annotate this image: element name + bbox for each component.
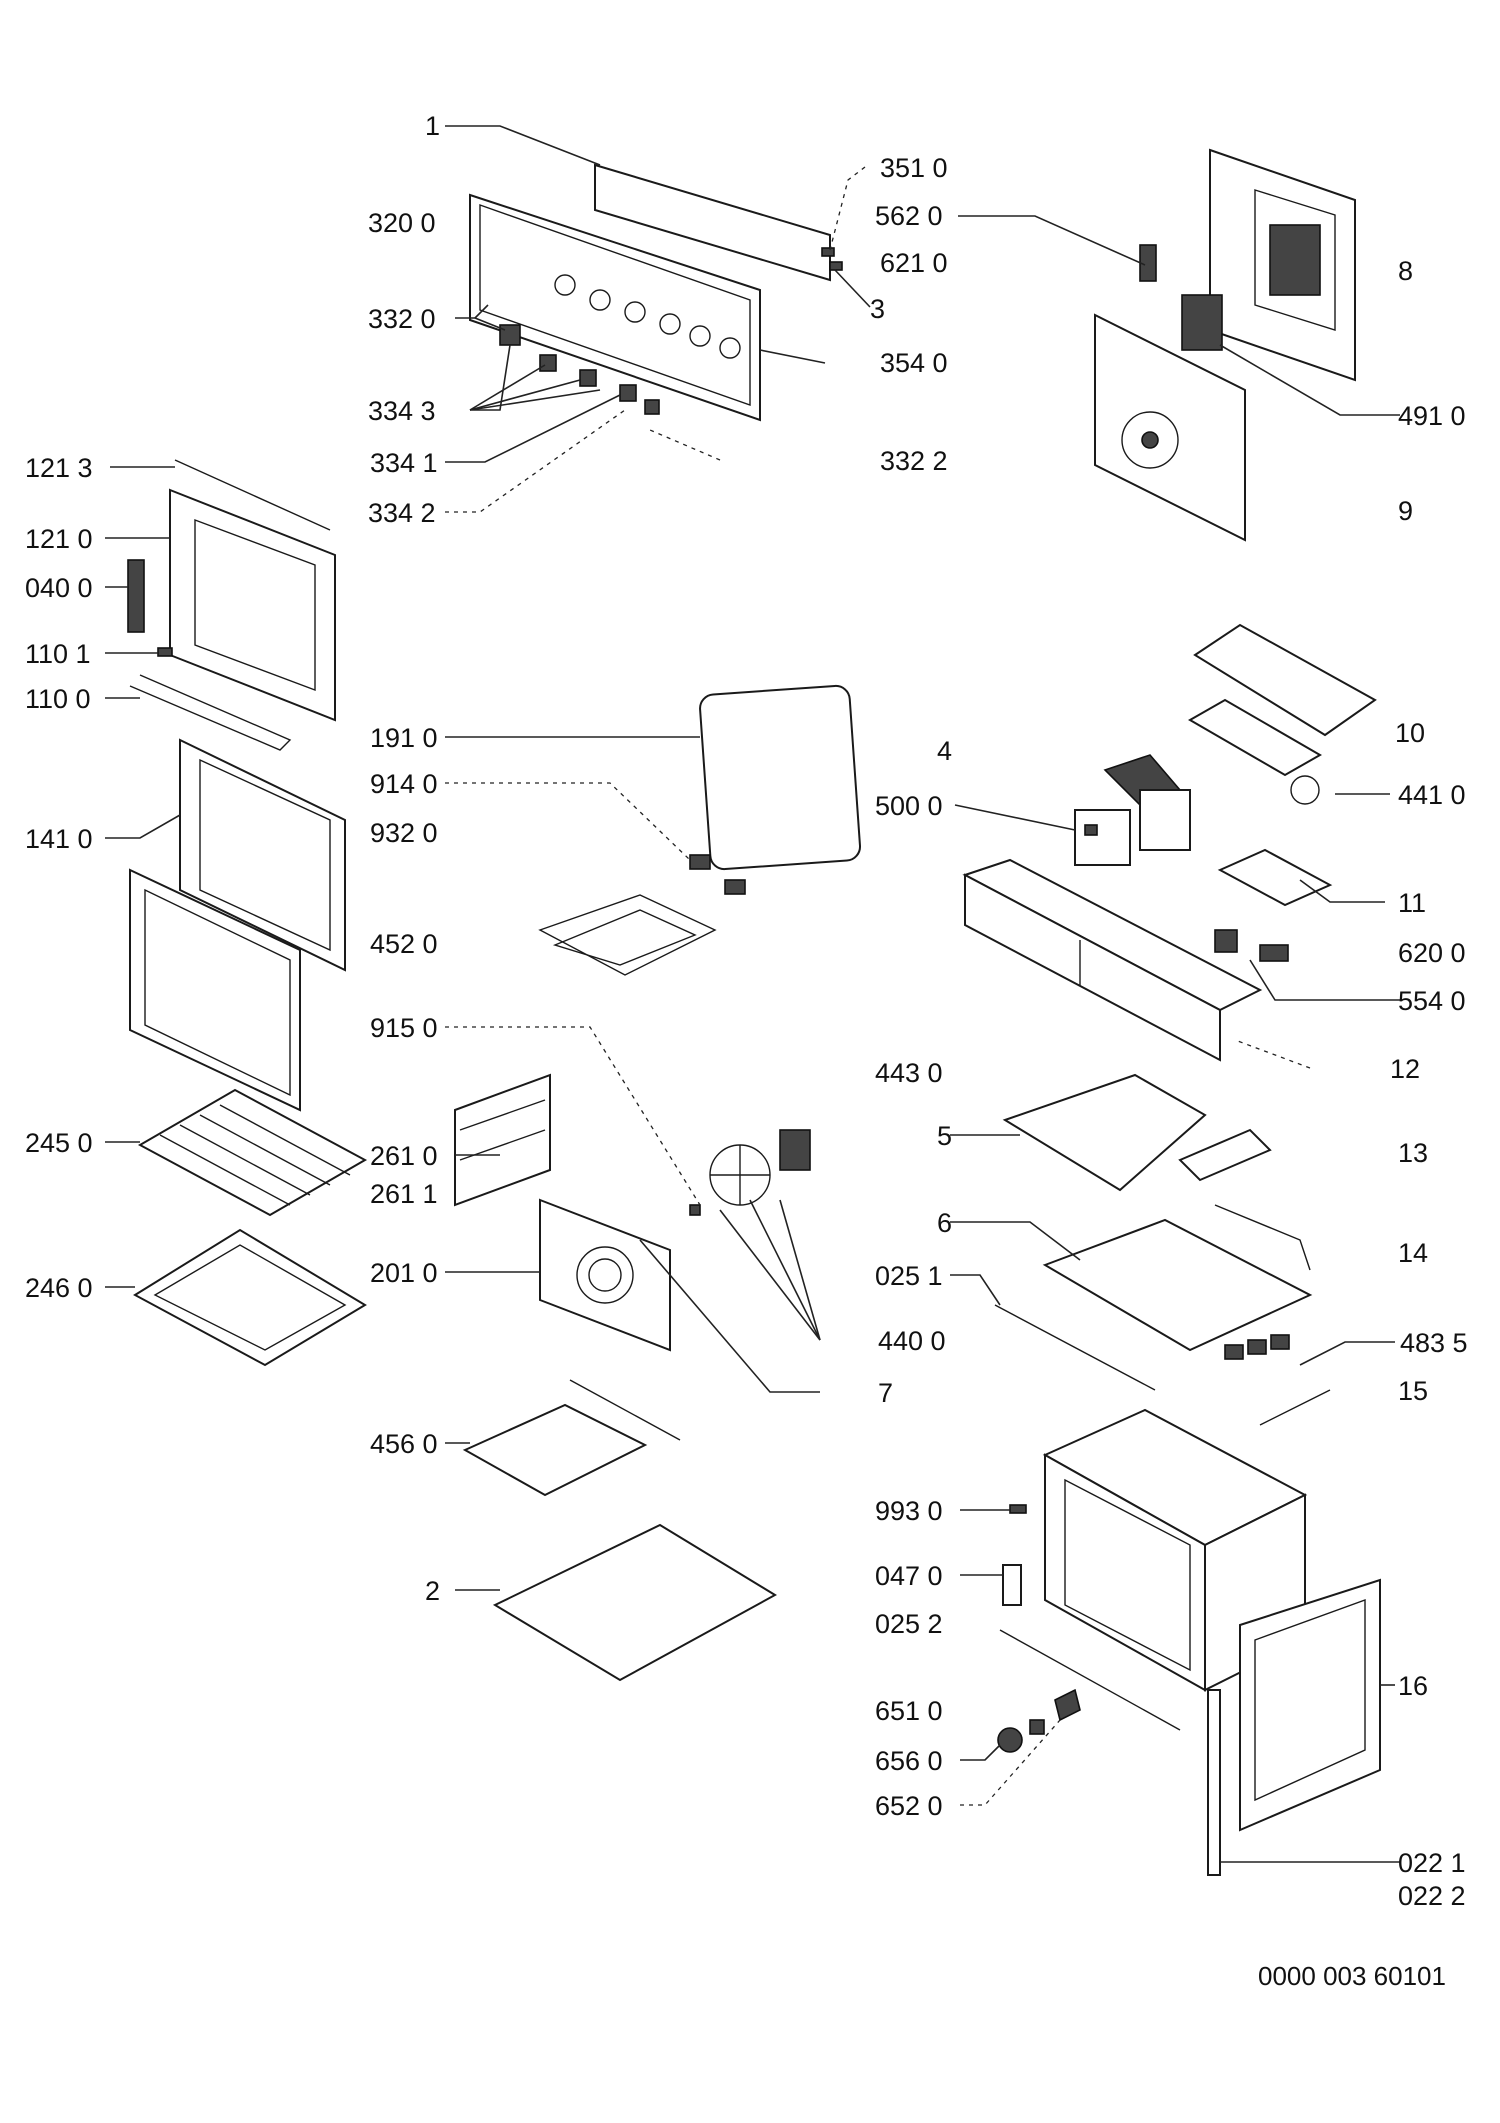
callout-1: 1	[425, 111, 440, 141]
leader-lines	[105, 125, 1400, 1863]
door-handle-drawing	[129, 674, 292, 751]
callout-334-1: 334 1	[370, 448, 438, 478]
callout-332-0: 332 0	[368, 304, 436, 334]
callout-7: 7	[878, 1378, 893, 1408]
callout-441-0: 441 0	[1398, 780, 1466, 810]
callout-4: 4	[937, 736, 952, 766]
wire-rack-drawing	[137, 1088, 368, 1217]
callout-440-0: 440 0	[878, 1326, 946, 1356]
callout-022-2: 022 2	[1398, 1881, 1466, 1911]
clip-parts-drawing	[821, 244, 1157, 282]
convection-fan-drawing	[689, 1129, 811, 1216]
callout-554-0: 554 0	[1398, 986, 1466, 1016]
callout-914-0: 914 0	[370, 769, 438, 799]
callout-025-2: 025 2	[875, 1609, 943, 1639]
callout-025-1: 025 1	[875, 1261, 943, 1291]
callout-245-0: 245 0	[25, 1128, 93, 1158]
callout-121-3: 121 3	[25, 453, 93, 483]
bottom-element-drawing	[462, 1379, 681, 1497]
insulation-panel-drawing	[1002, 1073, 1207, 1192]
callout-651-0: 651 0	[875, 1696, 943, 1726]
callout-110-0: 110 0	[25, 684, 91, 714]
side-rails-drawing	[454, 1073, 551, 1207]
bottom-plate-drawing	[492, 1523, 777, 1682]
callout-452-0: 452 0	[370, 929, 438, 959]
callout-9: 9	[1398, 496, 1413, 526]
door-seal-drawing	[699, 684, 862, 871]
callout-121-0: 121 0	[25, 524, 93, 554]
door-glass-drawing	[129, 738, 346, 1112]
callout-2: 2	[425, 1576, 440, 1606]
callout-652-0: 652 0	[875, 1791, 943, 1821]
callout-14: 14	[1398, 1238, 1428, 1268]
callout-3: 3	[870, 294, 885, 324]
callout-562-0: 562 0	[875, 201, 943, 231]
callout-656-0: 656 0	[875, 1746, 943, 1776]
callout-500-0: 500 0	[875, 791, 943, 821]
fan-cover-drawing	[539, 1198, 671, 1352]
floor-plate-drawing	[994, 1218, 1313, 1391]
oven-cavity-drawing	[1042, 1408, 1308, 1692]
callout-932-0: 932 0	[370, 818, 438, 848]
callout-354-0: 354 0	[880, 348, 948, 378]
callout-246-0: 246 0	[25, 1273, 93, 1303]
callout-16: 16	[1398, 1671, 1428, 1701]
callout-040-0: 040 0	[25, 573, 93, 603]
callout-15: 15	[1398, 1376, 1428, 1406]
callout-12: 12	[1390, 1054, 1420, 1084]
callout-191-0: 191 0	[370, 723, 438, 753]
terminal-block-drawing	[1224, 1334, 1290, 1360]
document-code: 0000 003 60101	[1258, 1961, 1446, 1991]
cooling-fan-drawing	[1103, 698, 1323, 806]
callout-261-0: 261 0	[370, 1141, 438, 1171]
callout-5: 5	[937, 1121, 952, 1151]
callout-483-5: 483 5	[1400, 1328, 1468, 1358]
control-panel-drawing	[469, 163, 831, 422]
callout-110-1: 110 1	[25, 639, 91, 669]
hinge-drawing	[1207, 1689, 1221, 1876]
fan-plate-drawing	[1094, 313, 1246, 542]
small-parts-drawing	[999, 1504, 1181, 1731]
baking-tray-drawing	[133, 1228, 367, 1367]
callout-915-0: 915 0	[370, 1013, 438, 1043]
oven-door-drawing	[1239, 1578, 1381, 1832]
callout-141-0: 141 0	[25, 824, 93, 854]
callout-443-0: 443 0	[875, 1058, 943, 1088]
callout-6: 6	[937, 1208, 952, 1238]
callout-11: 11	[1398, 888, 1426, 918]
callout-491-0: 491 0	[1398, 401, 1466, 431]
callout-351-0: 351 0	[880, 153, 948, 183]
callout-993-0: 993 0	[875, 1496, 943, 1526]
front-frame-drawing	[962, 858, 1263, 1062]
brackets-drawing	[1178, 1128, 1311, 1271]
callout-621-0: 621 0	[880, 248, 948, 278]
knob-parts-drawing	[997, 1688, 1081, 1753]
callout-334-3: 334 3	[368, 396, 436, 426]
back-panel-drawing	[1181, 148, 1356, 382]
top-cover-drawing	[1193, 623, 1377, 737]
callout-334-2: 334 2	[368, 498, 436, 528]
callout-201-0: 201 0	[370, 1258, 438, 1288]
callout-332-2: 332 2	[880, 446, 948, 476]
callout-320-0: 320 0	[368, 208, 436, 238]
callout-261-1: 261 1	[370, 1179, 438, 1209]
cable-15-drawing	[1259, 1389, 1331, 1426]
callout-456-0: 456 0	[370, 1429, 438, 1459]
callout-620-0: 620 0	[1398, 938, 1466, 968]
callout-047-0: 047 0	[875, 1561, 943, 1591]
callout-022-1: 022 1	[1398, 1848, 1466, 1878]
door-frame-drawing	[127, 459, 336, 722]
callout-10: 10	[1395, 718, 1425, 748]
control-module-drawing	[1214, 848, 1333, 962]
switch-block-drawing	[1074, 789, 1191, 866]
grill-element-drawing	[538, 854, 746, 976]
callout-13: 13	[1398, 1138, 1428, 1168]
callout-8: 8	[1398, 256, 1413, 286]
